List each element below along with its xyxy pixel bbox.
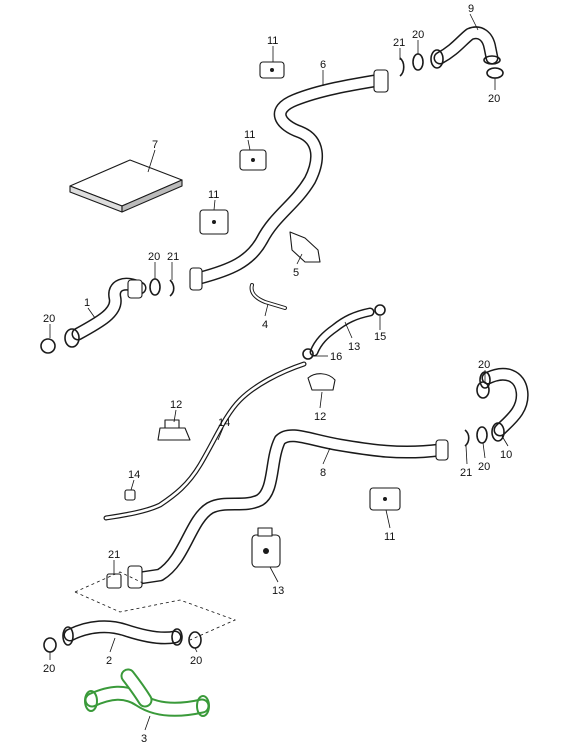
label-part-15: 12 (314, 411, 326, 423)
label-part-20h: 20 (190, 655, 202, 667)
o-ring-part-20-bottom-left[interactable] (43, 637, 57, 653)
label-part-20d: 20 (43, 313, 55, 325)
label-part-20b: 20 (488, 93, 500, 105)
label-part-20a: 20 (412, 29, 424, 41)
clamp-part-11-mid[interactable] (239, 149, 267, 171)
pipe-part-14[interactable] (103, 361, 307, 521)
hose-part-6[interactable] (189, 69, 389, 291)
hose-part-9[interactable] (430, 26, 501, 69)
label-part-21d: 21 (108, 549, 120, 561)
clip-ring-part-21-left[interactable] (169, 279, 175, 297)
clamp-part-11-top[interactable] (259, 61, 285, 79)
label-part-16: 13 (348, 341, 360, 353)
label-part-20f: 20 (478, 461, 490, 473)
label-part-7: 7 (152, 139, 158, 151)
assembly-outline (74, 571, 237, 641)
label-part-21c: 21 (460, 467, 472, 479)
clip-part-19[interactable] (302, 348, 314, 360)
leader-lines (49, 13, 509, 731)
label-part-12: 12 (170, 399, 182, 411)
o-ring-part-20-right-lower[interactable] (476, 426, 488, 444)
o-ring-part-20-far-left[interactable] (40, 338, 56, 354)
hose-part-8[interactable] (127, 429, 449, 589)
o-ring-part-20-top[interactable] (412, 53, 424, 71)
clip-ring-part-21-top[interactable] (399, 57, 405, 77)
valve-part-13[interactable] (251, 527, 281, 568)
o-ring-part-20-top-right[interactable] (486, 67, 504, 79)
label-part-20e: 20 (478, 359, 490, 371)
label-part-21b: 21 (167, 251, 179, 263)
o-ring-part-20-right-upper[interactable] (476, 381, 490, 399)
clip-part-17[interactable] (124, 489, 136, 501)
bracket-part-15[interactable] (307, 373, 336, 391)
clip-part-18[interactable] (374, 304, 386, 316)
label-part-21a: 21 (393, 37, 405, 49)
label-part-3: 3 (141, 733, 147, 745)
label-part-20c: 20 (148, 251, 160, 263)
hose-part-16[interactable] (309, 307, 375, 357)
label-part-18: 15 (374, 331, 386, 343)
o-ring-part-20-left[interactable] (149, 278, 161, 296)
filter-box-part-7[interactable] (69, 159, 183, 213)
part-labels: 9 20 21 20 11 6 11 7 11 20 21 5 1 20 4 1… (43, 3, 512, 745)
label-part-17: 14 (128, 469, 140, 481)
clamp-part-11-lower[interactable] (199, 209, 229, 235)
bracket-part-4[interactable] (249, 283, 287, 310)
label-part-2: 2 (106, 655, 112, 667)
label-part-14: 14 (218, 417, 230, 429)
bracket-part-5[interactable] (289, 231, 321, 263)
bracket-part-12[interactable] (157, 419, 191, 441)
clip-ring-part-21-right[interactable] (464, 429, 470, 447)
label-part-11a: 11 (267, 35, 278, 47)
clamp-part-11-right[interactable] (369, 487, 401, 511)
label-part-11c: 11 (208, 189, 219, 201)
hose-part-1[interactable] (64, 277, 147, 348)
label-part-11b: 11 (244, 129, 255, 141)
label-part-1: 1 (84, 297, 90, 309)
label-part-6: 6 (320, 59, 326, 71)
label-part-4: 4 (262, 319, 268, 331)
hose-part-2[interactable] (62, 620, 183, 646)
label-part-10: 10 (500, 449, 512, 461)
label-part-5: 5 (293, 267, 299, 279)
label-part-8: 8 (320, 467, 326, 479)
label-part-9: 9 (468, 3, 474, 15)
label-part-19: 16 (330, 351, 342, 363)
label-part-13: 13 (272, 585, 284, 597)
label-part-20g: 20 (43, 663, 55, 675)
hose-part-3-highlighted[interactable] (84, 668, 210, 717)
clip-ring-part-21-bottom[interactable] (106, 573, 122, 589)
label-part-11d: 11 (384, 531, 395, 543)
